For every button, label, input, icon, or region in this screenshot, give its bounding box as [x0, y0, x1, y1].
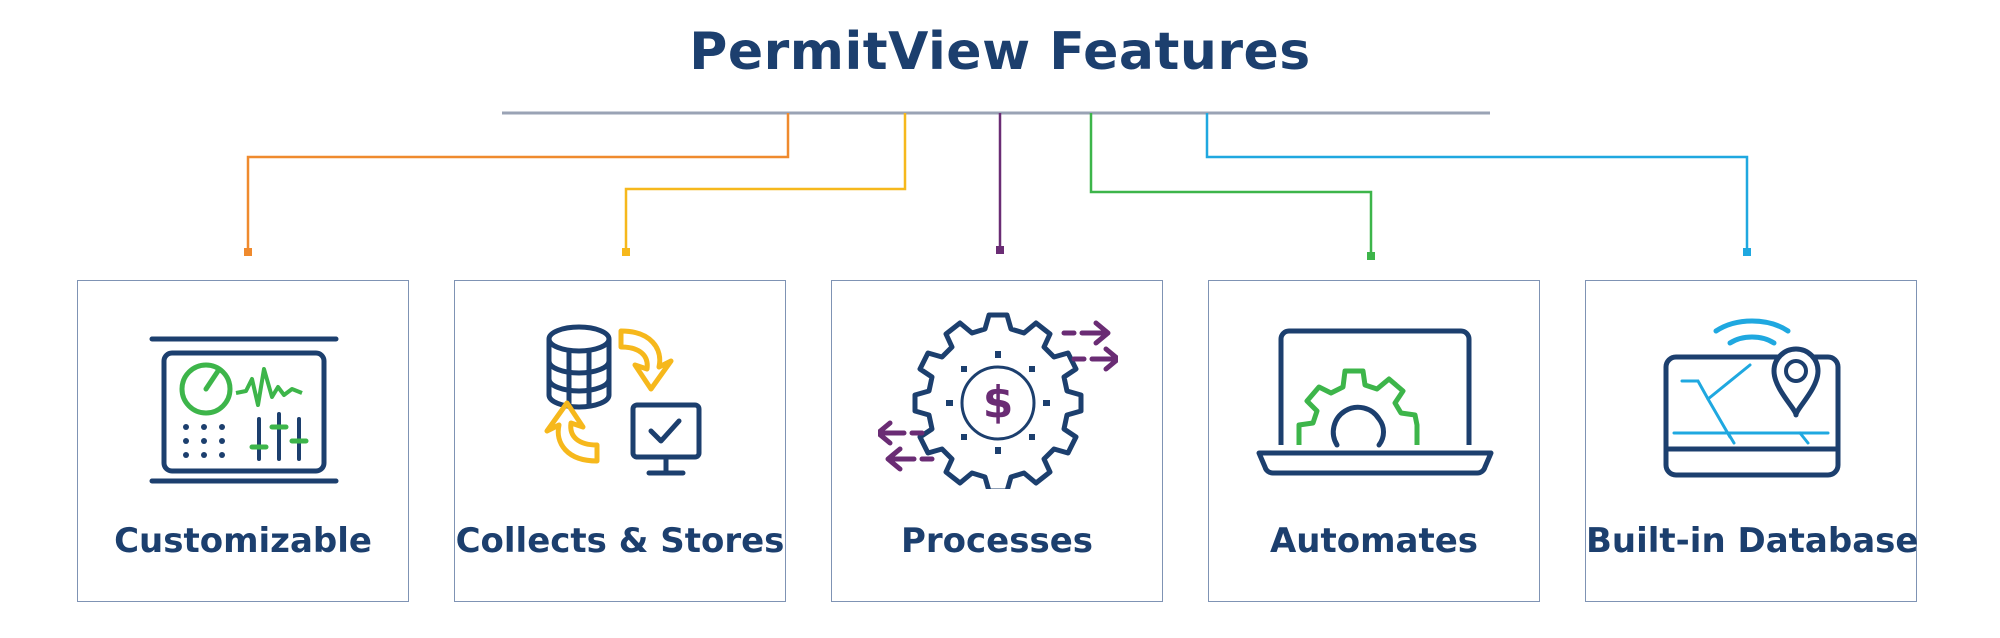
map-location-icon: [1663, 318, 1841, 478]
gear-dollar-icon: $: [878, 312, 1118, 489]
connector-dot-collects: [622, 248, 630, 256]
laptop-gear-icon: [1256, 328, 1494, 476]
database-sync-icon: [544, 324, 702, 476]
feature-label: Collects & Stores: [455, 521, 785, 561]
feature-card-automates: Automates: [1208, 280, 1540, 602]
dashboard-monitor-icon: [149, 336, 339, 484]
feature-label: Processes: [900, 521, 1094, 561]
connector-dot-automates: [1367, 252, 1375, 260]
feature-label: Built-in Database: [1586, 521, 1919, 561]
connector-builtin-db: [1205, 113, 1749, 251]
diagram-title: PermitView Features: [689, 22, 1311, 82]
svg-text:$: $: [983, 377, 1014, 428]
feature-label: Automates: [1269, 521, 1479, 561]
connector-dot-processes: [996, 246, 1004, 254]
connector-dot-builtin-db: [1743, 248, 1751, 256]
connector-customizable: [246, 113, 790, 251]
connector-dot-customizable: [244, 248, 252, 256]
feature-card-processes: $ Processes: [831, 280, 1163, 602]
feature-card-builtin-database: Built-in Database: [1585, 280, 1919, 602]
connector-collects: [624, 113, 907, 251]
connector-automates: [1089, 113, 1373, 255]
feature-card-customizable: Customizable: [77, 280, 409, 602]
feature-label: Customizable: [114, 521, 372, 561]
feature-card-collects-stores: Collects & Stores: [454, 280, 786, 602]
